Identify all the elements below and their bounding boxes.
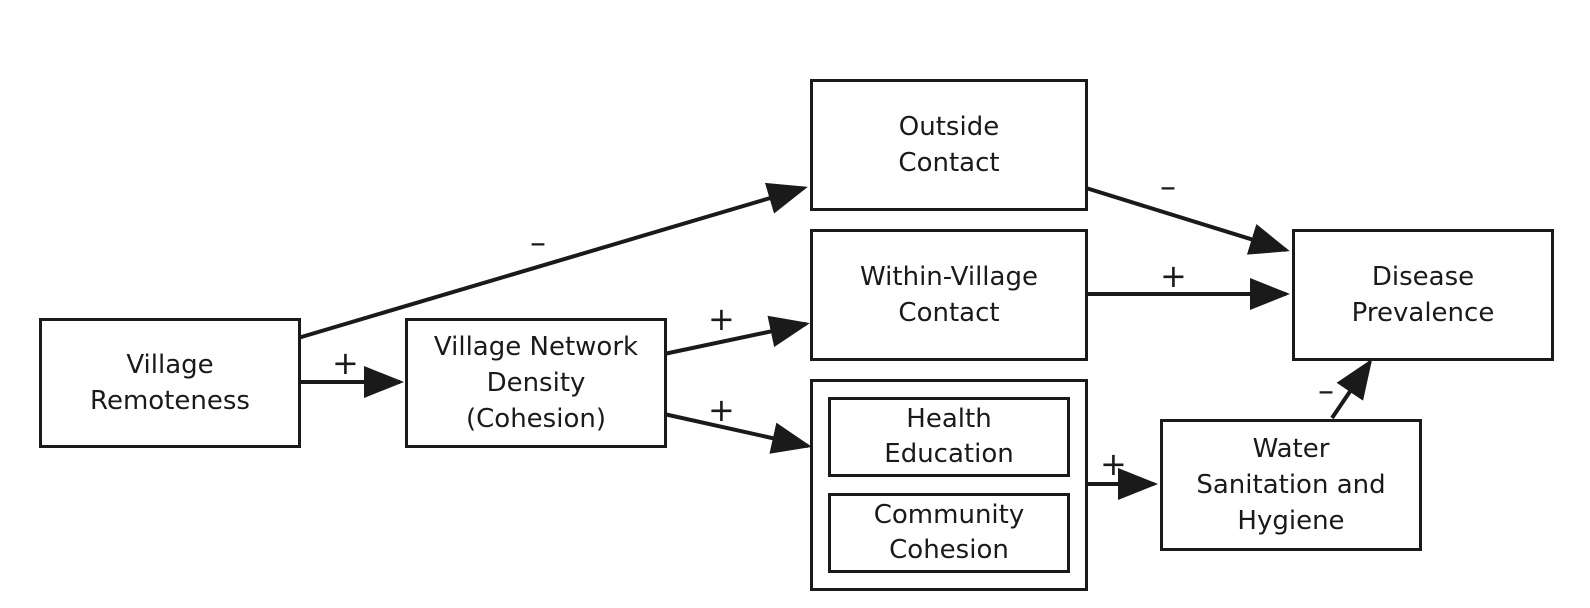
node-label-line: Sanitation and xyxy=(1196,470,1386,500)
edge-sign-within-disease: + xyxy=(1160,257,1187,295)
node-label-line: (Cohesion) xyxy=(466,404,606,434)
node-label-line: Village xyxy=(126,350,214,380)
node-label-line: Community xyxy=(873,500,1025,530)
node-label-line: Education xyxy=(884,439,1014,469)
node-village-remoteness: Village Remoteness xyxy=(39,318,301,448)
node-water-sanitation: Water Sanitation and Hygiene xyxy=(1160,419,1422,551)
node-label-line: Within-Village xyxy=(860,262,1038,292)
node-label-line: Hygiene xyxy=(1237,506,1345,536)
edge-density-programs xyxy=(663,412,812,454)
node-label-line: Water xyxy=(1252,434,1330,464)
edge-wash-disease xyxy=(1330,358,1373,420)
node-label-line: Disease xyxy=(1371,262,1475,292)
edge-sign-remoteness-outside: – xyxy=(530,223,546,261)
edge-sign-wash-disease: – xyxy=(1318,371,1334,409)
node-label-line: Remoteness xyxy=(90,386,250,416)
edge-sign-programs-wash: + xyxy=(1100,445,1127,483)
node-label-line: Village Network xyxy=(433,332,639,362)
node-health-education: Health Education xyxy=(828,397,1070,477)
edge-sign-outside-disease: – xyxy=(1160,167,1176,205)
node-disease-prevalence: Disease Prevalence xyxy=(1292,229,1554,361)
node-label-line: Density xyxy=(486,368,586,398)
edge-remoteness-outside xyxy=(297,182,808,340)
node-label-line: Cohesion xyxy=(889,535,1009,565)
node-label-line: Prevalence xyxy=(1351,298,1495,328)
node-outside-contact: Outside Contact xyxy=(810,79,1088,211)
node-within-village-contact: Within-Village Contact xyxy=(810,229,1088,361)
edge-outside-disease xyxy=(1085,186,1290,255)
edge-sign-density-programs: + xyxy=(708,391,735,429)
node-label-line: Contact xyxy=(898,298,1000,328)
node-label-line: Outside xyxy=(898,112,1000,142)
node-label-line: Health xyxy=(906,404,992,434)
node-programs-group: Health Education Community Cohesion xyxy=(810,379,1088,591)
edge-sign-density-within: + xyxy=(708,300,735,338)
edge-density-within xyxy=(663,315,810,356)
node-label-line: Contact xyxy=(898,148,1000,178)
node-community-cohesion: Community Cohesion xyxy=(828,493,1070,573)
edge-sign-remoteness-density: + xyxy=(332,344,359,382)
node-network-density: Village Network Density (Cohesion) xyxy=(405,318,667,448)
